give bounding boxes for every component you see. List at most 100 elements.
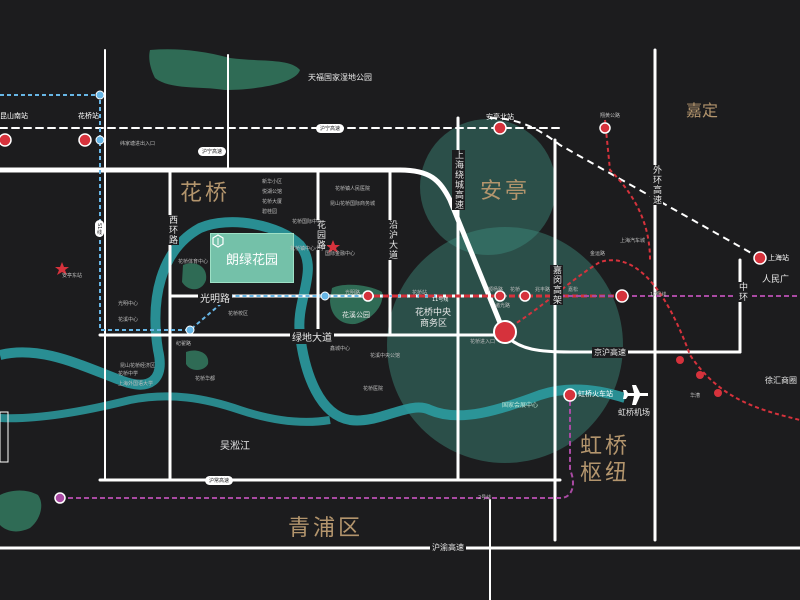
- district-hongqiao-hub-2: 枢纽: [580, 461, 631, 486]
- star-icon: [55, 262, 69, 275]
- tiny-11: 2号线: [478, 495, 492, 501]
- poi-2: 悦湖公馆: [262, 189, 283, 195]
- road-label-xihuan: 西环路: [166, 215, 179, 245]
- wusong-river-branch: [0, 392, 331, 426]
- station-red-small-2: [696, 371, 704, 379]
- district-anting: 安亭: [480, 179, 531, 204]
- label-tianfu-park: 天福国家湿地公园: [308, 73, 372, 82]
- badge-huchang: 沪常高速: [205, 476, 234, 485]
- station-red-small-1: [676, 356, 684, 364]
- poi-1: 新华小区: [262, 179, 283, 185]
- label-huaxi-park: 花溪公园: [342, 311, 370, 319]
- poi-3: 花桥大厦: [262, 199, 283, 205]
- airplane-icon: [623, 385, 648, 405]
- wusong-river: [0, 217, 627, 426]
- station-hongqiao-railway: [563, 388, 577, 402]
- station-kunshan-south: [0, 133, 12, 147]
- station-red-2: [494, 290, 506, 302]
- poi-13: 花桥中学: [118, 371, 139, 377]
- label-renmin-square: 人民广: [762, 275, 790, 285]
- poi-5: 花桥国际中心: [292, 219, 323, 225]
- badge-huning: 沪宁高速: [198, 147, 227, 156]
- road-huning-highway: [0, 167, 508, 338]
- metro-line-purple-bottom: [60, 395, 574, 499]
- tiny-1: 花桥站: [412, 290, 428, 296]
- district-qingpu: 青浦区: [288, 516, 364, 541]
- poi-8: 花桥镇中心小学: [290, 246, 326, 252]
- poi-18: 鑫城中心: [330, 346, 351, 352]
- road-label-jiamin: 嘉闵高架: [550, 265, 563, 305]
- label-xujing-business: 徐汇商圈: [765, 376, 797, 385]
- district-jiading: 嘉定: [686, 101, 719, 120]
- label-anting-north: 安亭北站: [486, 113, 514, 121]
- star-icon-2: [326, 240, 340, 253]
- poi-19: 花溪中央公馆: [370, 353, 401, 359]
- label-hongqiao-airport: 虹桥机场: [618, 408, 650, 417]
- station-guangming: [362, 290, 374, 302]
- label-shanghai-station: 上海站: [768, 254, 789, 262]
- tiny-2: 光明路: [345, 290, 361, 296]
- label-huaqiao-station: 花桥站: [78, 112, 99, 120]
- poi-16: 花桥华都: [195, 376, 216, 382]
- poi-22: 上海汽车城: [620, 238, 646, 244]
- road-label-yanhu: 沿沪大道: [386, 220, 399, 260]
- station-blue-1: [95, 90, 105, 100]
- leaf-icon: [212, 234, 224, 248]
- poi-21: 安亭东站: [62, 273, 83, 279]
- poi-4: 碧桂园: [262, 209, 278, 215]
- district-huaqiao-cbd-2: 商务区: [420, 319, 448, 329]
- project-name: 朗绿花园: [225, 252, 278, 268]
- poi-15: 昆山花桥经济区: [120, 363, 156, 369]
- poi-9: 国际金融中心: [325, 251, 356, 257]
- district-huaqiao-cbd-1: 花桥中央: [415, 308, 452, 318]
- station-blue-3: [185, 325, 195, 335]
- poi-25: 华漕: [690, 393, 701, 399]
- station-markers: [0, 90, 767, 504]
- poi-6: 花桥镇人民医院: [335, 186, 371, 192]
- railway-red-curve: [604, 119, 651, 261]
- poi-24: 翔黄公路: [600, 113, 621, 119]
- tiny-5: 兆丰路: [535, 287, 551, 293]
- station-blue-2: [95, 135, 105, 145]
- station-mid-right: [615, 289, 629, 303]
- label-jingan-gate: 花桥进入口: [470, 339, 496, 345]
- tianfu-wetland-park-area: [149, 49, 300, 90]
- station-red-3: [519, 290, 531, 302]
- district-huaqiao: 花桥: [180, 181, 231, 206]
- metro-line-11: [0, 94, 440, 331]
- small-park-area: [182, 263, 207, 290]
- project-langlv-garden[interactable]: 朗绿花园: [210, 233, 294, 283]
- railway-anting-shanghai: [489, 117, 761, 259]
- label-kunshan-south: 昆山南站: [0, 112, 28, 120]
- road-label-jinghu: 京沪高速: [592, 347, 628, 358]
- district-hongqiao-hub-1: 虹桥: [580, 434, 631, 459]
- poi-7: 昆山花桥国际商务城: [330, 201, 376, 207]
- tiny-8: 纪翟路: [176, 341, 192, 347]
- road-label-zhonghuan: 中环: [736, 282, 749, 302]
- station-top-right: [599, 122, 611, 134]
- left-edge-box: [0, 411, 9, 463]
- road-label-huyu-bottom: 沪渝高速: [430, 542, 466, 553]
- tiny-6: 嘉松: [568, 287, 579, 293]
- poi-10: 花桥体育中心: [178, 259, 209, 265]
- poi-14: 上海外国语大学: [118, 381, 154, 387]
- road-label-waihuan: 外环高速: [650, 165, 663, 205]
- tiny-10: 17号线: [650, 292, 667, 298]
- station-blue-4: [320, 291, 330, 301]
- label-hongqiao-railway: 虹桥火车站: [578, 390, 613, 398]
- station-red-small-3: [714, 389, 722, 397]
- tiny-12: S1线: [95, 220, 104, 238]
- station-huaqiao: [78, 133, 92, 147]
- road-label-huayuan: 花园路: [314, 220, 327, 250]
- road-label-shanghai-raocheng: 上海绕城高速: [452, 150, 465, 210]
- poi-12: 花溪中心: [118, 317, 139, 323]
- station-anting-north: [493, 121, 507, 135]
- tiny-4: 花桥: [510, 287, 521, 293]
- poi-23: 金运路: [590, 251, 606, 257]
- road-label-guangming: 光明路: [198, 290, 232, 305]
- label-national-expo: 国家会展中心: [502, 402, 539, 409]
- qingpu-park-area: [0, 490, 42, 532]
- station-purple-bottom: [54, 492, 66, 504]
